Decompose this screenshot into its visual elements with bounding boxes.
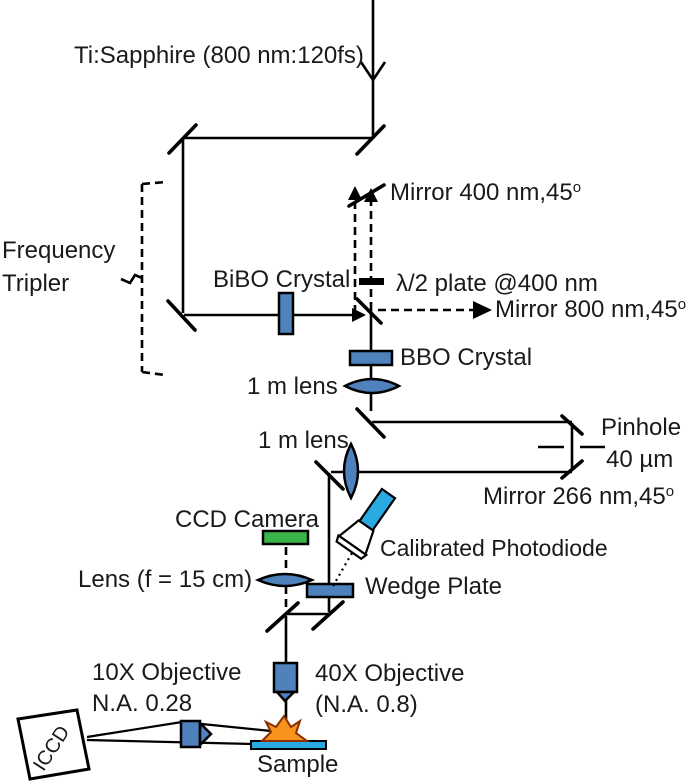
sample-label: Sample xyxy=(257,751,338,778)
photodiode-label: Calibrated Photodiode xyxy=(380,535,608,561)
plasma-flame-icon xyxy=(259,714,311,742)
mirror-left-lower xyxy=(166,299,197,332)
mirror-top-left xyxy=(167,123,198,155)
sample-slide xyxy=(250,740,327,750)
lens-f15cm xyxy=(254,572,316,588)
photodiode-body xyxy=(358,487,397,532)
objective-40x-label-line2: (N.A. 0.8) xyxy=(315,691,418,718)
mirror-below-1m-lens xyxy=(355,407,386,439)
mirror-to-wedge xyxy=(314,460,345,491)
ray-iccd-top xyxy=(86,720,183,739)
lens-1m-first xyxy=(342,377,402,395)
photodiode-face xyxy=(335,533,369,561)
lens-1m-first-label: 1 m lens xyxy=(247,373,338,400)
dotted-reflection-to-photodiode xyxy=(332,552,353,587)
pinhole-label: Pinhole xyxy=(601,414,681,441)
mirror-800-text: Mirror 800 nm,45 xyxy=(495,296,678,323)
objective-40x-label-line1: 40X Objective xyxy=(315,660,464,687)
mirror-below-wedge xyxy=(311,600,345,631)
lens-1m-second-label: 1 m lens xyxy=(258,427,349,454)
half-wave-plate xyxy=(359,278,384,285)
bbo-label: BBO Crystal xyxy=(400,344,532,371)
pinhole-size-label: 40 µm xyxy=(606,446,673,473)
mirror-top-right xyxy=(355,124,386,156)
half-wave-plate-label: λ/2 plate @400 nm xyxy=(396,270,598,297)
frequency-tripler-label-line1: Frequency xyxy=(2,237,115,264)
lens-1m-second xyxy=(342,441,360,501)
tripler-bracket-notch xyxy=(120,273,143,285)
objective-40x-tip xyxy=(274,690,298,703)
tripler-bracket-bottom xyxy=(141,370,166,377)
bibo-label: BiBO Crystal xyxy=(213,266,350,293)
degree-sup: o xyxy=(573,179,581,196)
right-arrow-icon xyxy=(473,301,492,319)
wedge-plate-label: Wedge Plate xyxy=(365,573,502,600)
mirror-400-label: Mirror 400 nm,45o xyxy=(390,179,581,206)
beam-down-arrow-icon xyxy=(359,61,387,83)
mirror-800-label: Mirror 800 nm,45o xyxy=(495,296,686,323)
lens-f15cm-label: Lens (f = 15 cm) xyxy=(78,566,252,593)
objective-10x-label-line2: N.A. 0.28 xyxy=(92,690,192,717)
laser-label: Ti:Sapphire (800 nm:120fs) xyxy=(74,42,364,69)
mirror-dichroic-imaging xyxy=(265,601,300,633)
wedge-plate xyxy=(305,582,355,599)
tripler-bracket-top xyxy=(141,180,167,186)
mirror-266-label: Mirror 266 nm,45o xyxy=(483,483,674,510)
mirror-400-text: Mirror 400 nm,45 xyxy=(390,179,573,206)
ray-iccd-bottom xyxy=(86,738,254,746)
bibo-crystal xyxy=(277,291,295,336)
mirror-400nm xyxy=(347,183,386,208)
objective-10x xyxy=(179,719,202,749)
objective-10x-tip xyxy=(198,719,213,749)
objective-40x xyxy=(272,661,299,694)
frequency-tripler-label-line2: Tripler xyxy=(2,270,69,297)
degree-sup: o xyxy=(678,296,686,313)
iccd-detector-box xyxy=(16,708,91,781)
mirror-266nm xyxy=(560,459,584,480)
degree-sup: o xyxy=(666,483,674,500)
ccd-camera xyxy=(261,529,310,546)
ccd-camera-label: CCD Camera xyxy=(175,506,320,533)
calibrated-photodiode-icon xyxy=(335,487,397,561)
mirror-266-text: Mirror 266 nm,45 xyxy=(483,483,666,510)
bbo-crystal xyxy=(348,349,394,367)
mirror-pinhole-top xyxy=(560,414,584,436)
mirror-beam-combiner xyxy=(355,297,383,325)
up-arrow-icon xyxy=(348,186,362,200)
objective-10x-label-line1: 10X Objective xyxy=(92,659,241,686)
up-arrow-icon xyxy=(364,188,378,202)
